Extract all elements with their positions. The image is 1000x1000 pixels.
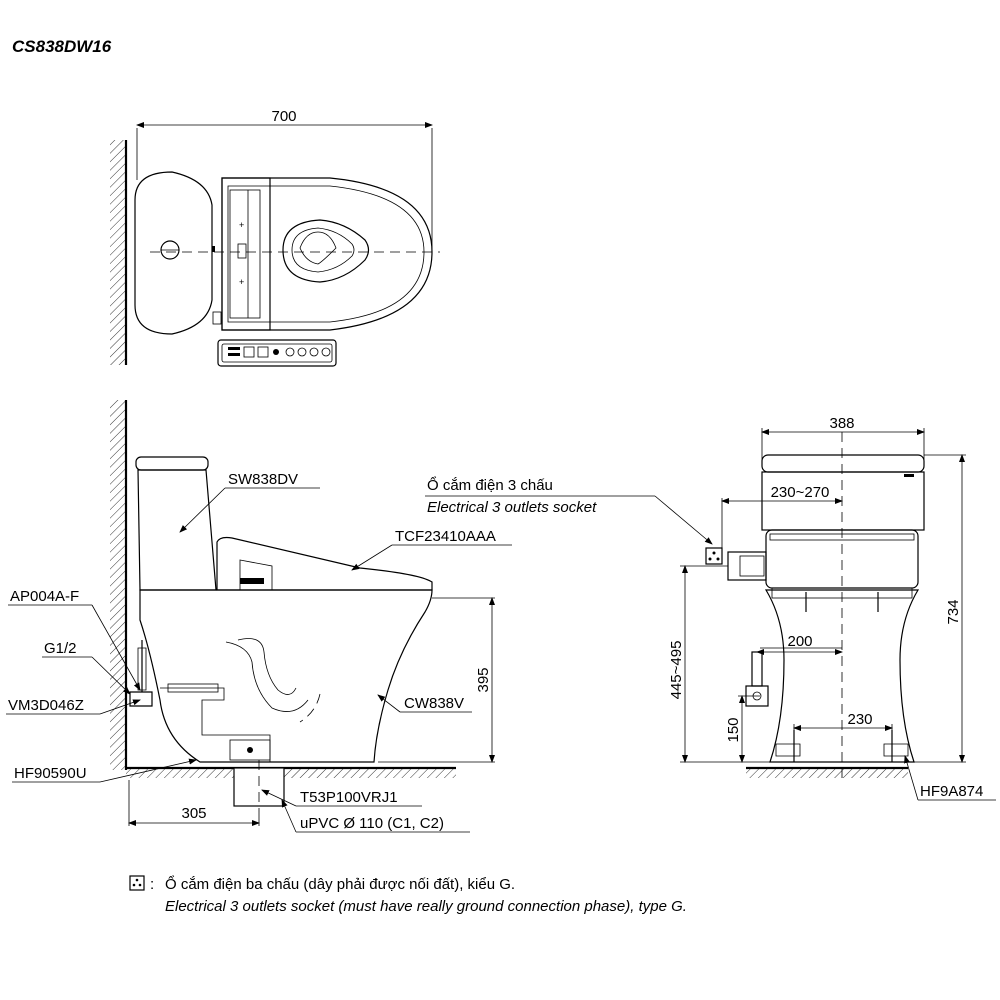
top-view-control-unit (221, 177, 271, 331)
dim-445-495-label: 445~495 (668, 641, 685, 700)
label-bolt: HF9A874 (920, 783, 983, 800)
label-socket-en: Electrical 3 outlets socket (427, 499, 597, 516)
label-tank: SW838DV (228, 471, 298, 488)
label-valve: AP004A-F (10, 588, 79, 605)
top-view: 700 + + (110, 108, 440, 367)
supply-valve (137, 647, 147, 691)
label-pipe: uPVC Ø 110 (C1, C2) (300, 815, 444, 832)
dim-150-label: 150 (725, 717, 742, 742)
floor-bolt-left (775, 743, 801, 757)
trapway-curve (237, 638, 297, 695)
label-seat: TCF23410AAA (395, 528, 496, 545)
label-connector: G1/2 (44, 640, 77, 657)
label-angle-valve: VM3D046Z (8, 697, 84, 714)
side-view-wall-hatch (110, 400, 126, 770)
outlet-flange (160, 687, 271, 762)
side-view-floor-hatch (126, 768, 456, 778)
svg-text:+: + (239, 277, 244, 287)
top-view-wall-hatch (110, 140, 126, 365)
dim-700-label: 700 (271, 108, 296, 125)
dim-395-label: 395 (475, 667, 492, 692)
top-view-seat (221, 177, 433, 331)
floor-bolt-right (883, 743, 909, 757)
svg-text::: : (150, 876, 154, 893)
dim-305-label: 305 (181, 805, 206, 822)
svg-text:+: + (239, 220, 244, 230)
label-flange: HF90590U (14, 765, 87, 782)
label-socket-vi: Ổ cắm điện 3 chấu (427, 476, 553, 494)
footnote: : Ổ cắm điện ba chấu (dây phải được nối … (129, 875, 687, 915)
front-view-tank-lid (761, 454, 925, 473)
front-view: Ổ cắm điện 3 chấu Electrical 3 outlets s… (425, 415, 996, 801)
side-view: 395 305 SW838DV TCF23410AAA CW838V AP004… (6, 400, 512, 833)
front-view-floor-hatch (746, 768, 908, 778)
model-title: CS838DW16 (12, 37, 112, 56)
dim-734-label: 734 (945, 599, 962, 624)
side-view-bowl (139, 589, 433, 763)
side-view-seat (216, 536, 433, 591)
side-view-tank-lid (135, 456, 209, 471)
top-view-bowl-opening (282, 219, 370, 283)
label-bowl: CW838V (404, 695, 464, 712)
socket-icon (705, 547, 723, 565)
dim-230-270-label: 230~270 (771, 484, 830, 501)
dim-200-label: 200 (787, 633, 812, 650)
dim-230-label: 230 (847, 711, 872, 728)
remote-control-icon (217, 339, 337, 367)
angle-valve (129, 691, 153, 707)
side-view-tank (137, 469, 217, 591)
dim-388-label: 388 (829, 415, 854, 432)
note-vi: Ổ cắm điện ba chấu (dây phải được nối đấ… (165, 875, 515, 893)
note-socket-icon (129, 875, 145, 891)
top-view-tank (134, 171, 213, 335)
front-supply-pipe (751, 651, 763, 687)
note-en: Electrical 3 outlets socket (must have r… (165, 898, 687, 915)
label-outlet: T53P100VRJ1 (300, 789, 398, 806)
